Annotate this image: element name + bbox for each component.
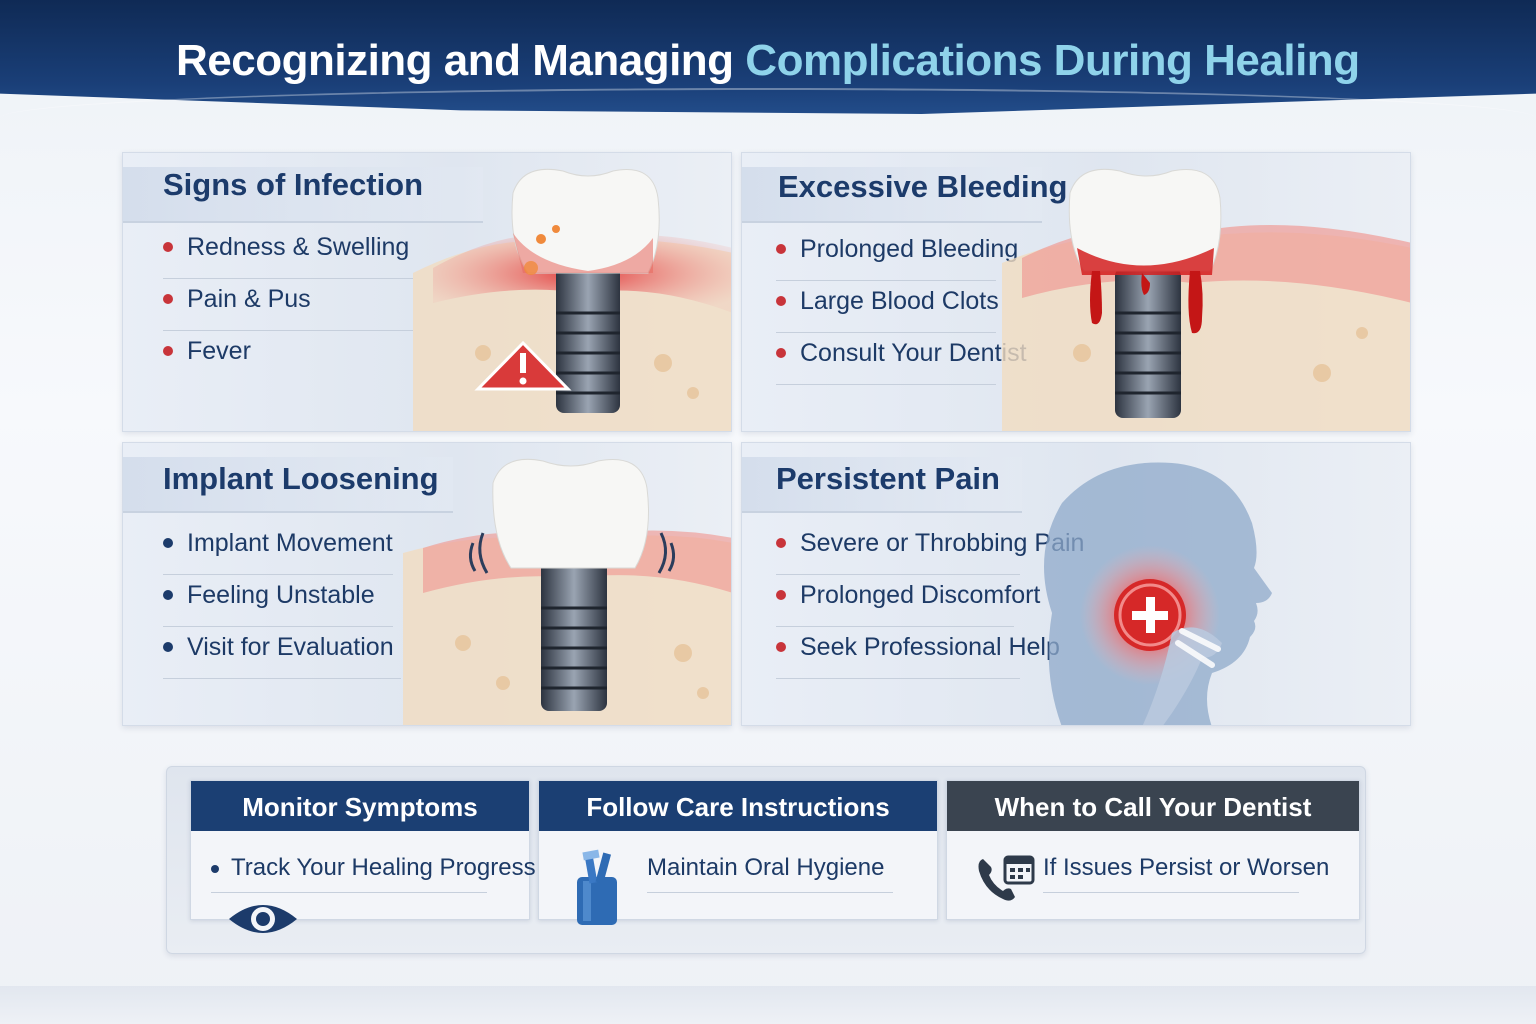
card-title: Excessive Bleeding <box>778 169 1068 204</box>
bleeding-implant-illustration <box>1002 168 1410 431</box>
tip-text-row: If Issues Persist or Worsen <box>1043 853 1329 893</box>
header-divider <box>0 88 1536 118</box>
card-title: Persistent Pain <box>776 461 1000 496</box>
head-pain-illustration <box>1044 462 1272 725</box>
card-implant-loosening: Implant Loosening Implant Movement Feeli… <box>122 442 732 726</box>
tip-title: When to Call Your Dentist <box>947 781 1359 831</box>
infected-implant-illustration <box>413 168 731 431</box>
list-item: Fever <box>163 331 393 383</box>
bullet-dot <box>163 346 173 356</box>
tip-text: Maintain Oral Hygiene <box>647 854 885 881</box>
card-signs-of-infection: Signs of Infection Redness & Swelling Pa… <box>122 152 732 432</box>
eye-icon <box>229 905 297 933</box>
bullet-dot <box>163 642 173 652</box>
card-title: Implant Loosening <box>163 461 439 496</box>
tip-title: Follow Care Instructions <box>539 781 937 831</box>
bullet-dot <box>211 864 219 873</box>
bullet-dot <box>776 348 786 358</box>
tip-follow-care-instructions: Follow Care Instructions Maintain Oral H… <box>538 780 938 925</box>
bullet-dot <box>163 538 173 548</box>
list-item-label: Implant Movement <box>187 529 393 557</box>
bullet-dot <box>163 294 173 304</box>
list-item: Prolonged Discomfort <box>776 575 1040 627</box>
card-bullet-list: Redness & Swelling Pain & Pus Fever <box>163 227 413 383</box>
card-persistent-pain: Persistent Pain Severe or Throbbing Pain… <box>741 442 1411 726</box>
footer-strip <box>0 986 1536 1024</box>
list-item-label: Pain & Pus <box>187 285 311 313</box>
list-item-label: Prolonged Bleeding <box>800 235 1019 263</box>
tip-text-row: Maintain Oral Hygiene <box>647 853 893 893</box>
list-item: Prolonged Bleeding <box>776 229 1018 281</box>
card-header-bar <box>123 167 483 223</box>
warning-triangle-icon <box>474 340 572 391</box>
list-item: Implant Movement <box>163 523 393 575</box>
tip-when-to-call-dentist: When to Call Your Dentist If Issues Pers… <box>946 780 1360 920</box>
tip-monitor-symptoms: Monitor Symptoms Track Your Healing Prog… <box>190 780 536 933</box>
card-title: Signs of Infection <box>163 167 424 202</box>
tip-text-row: Track Your Healing Progress <box>211 853 536 893</box>
card-header-bar <box>123 457 453 513</box>
page-title-part2: Complications During Healing <box>745 36 1360 85</box>
card-bullet-list: Implant Movement Feeling Unstable Visit … <box>163 523 401 679</box>
list-item-label: Fever <box>187 337 251 365</box>
bullet-dot <box>776 296 786 306</box>
list-item: Feeling Unstable <box>163 575 393 627</box>
bullet-dot <box>776 244 786 254</box>
phone-calendar-icon <box>978 855 1035 901</box>
bullet-dot <box>776 538 786 548</box>
toothbrush-cup-icon <box>577 849 617 925</box>
list-item-label: Visit for Evaluation <box>187 633 394 661</box>
list-item-label: Large Blood Clots <box>800 287 999 315</box>
list-item-label: Feeling Unstable <box>187 581 375 609</box>
list-item: Seek Professional Help <box>776 627 1060 679</box>
card-bullet-list: Severe or Throbbing Pain Prolonged Disco… <box>776 523 1084 679</box>
page-title-part1: Recognizing and Managing <box>176 36 734 85</box>
tip-title: Monitor Symptoms <box>191 781 529 831</box>
bullet-dot <box>776 590 786 600</box>
list-item: Consult Your Dentist <box>776 333 1027 385</box>
list-item: Visit for Evaluation <box>163 627 401 679</box>
bullet-dot <box>163 590 173 600</box>
list-item-label: Severe or Throbbing Pain <box>800 529 1085 557</box>
tip-text: If Issues Persist or Worsen <box>1043 854 1330 881</box>
page-title: Recognizing and Managing Complications D… <box>176 36 1376 86</box>
bullet-dot <box>163 242 173 252</box>
list-item-label: Prolonged Discomfort <box>800 581 1041 609</box>
card-header-bar <box>742 167 1042 223</box>
card-header-bar <box>742 457 1022 513</box>
list-item: Severe or Throbbing Pain <box>776 523 1084 575</box>
list-item-label: Redness & Swelling <box>187 233 410 261</box>
tip-text: Track Your Healing Progress <box>231 854 536 881</box>
bullet-dot <box>776 642 786 652</box>
loose-implant-illustration <box>403 458 731 725</box>
list-item: Redness & Swelling <box>163 227 413 279</box>
list-item: Pain & Pus <box>163 279 413 331</box>
list-item-label: Consult Your Dentist <box>800 339 1027 367</box>
card-bullet-list: Prolonged Bleeding Large Blood Clots Con… <box>776 229 1027 385</box>
list-item: Large Blood Clots <box>776 281 999 333</box>
card-excessive-bleeding: Excessive Bleeding Prolonged Bleeding La… <box>741 152 1411 432</box>
list-item-label: Seek Professional Help <box>800 633 1060 661</box>
